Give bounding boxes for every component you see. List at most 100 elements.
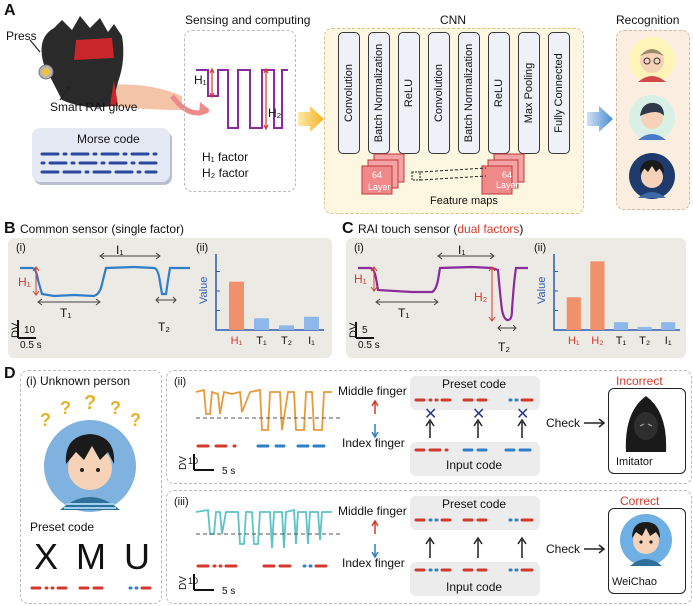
avatar-dark-hair-icon — [629, 153, 675, 199]
cnn-layer-label: Batch Normalization — [373, 43, 385, 143]
panel-d-ii-input-label: Input code — [446, 458, 503, 472]
feature-maps-icon — [361, 153, 525, 195]
panel-b-i1: I₁ — [116, 243, 124, 257]
panel-c-dv: DV — [348, 322, 360, 338]
panel-b-h1: H₁ — [18, 275, 31, 289]
panel-d-iii-signal — [193, 508, 340, 591]
bar-1 — [590, 261, 605, 330]
bar-label-3: T₂ — [639, 335, 650, 347]
bar-0 — [566, 297, 581, 330]
panel-b-t2: T₂ — [158, 320, 170, 334]
panel-c-i1: I₁ — [458, 243, 466, 257]
panel-b-dv: DV — [10, 322, 22, 338]
glove-icon — [38, 16, 182, 110]
panel-c-h2: H₂ — [474, 290, 488, 304]
cnn-layer-label: Convolution — [433, 63, 445, 123]
fm-layer-right: Layer — [496, 180, 519, 190]
cnn-layer-convolution: Convolution — [428, 32, 450, 154]
panel-c-i: (i) — [354, 242, 364, 254]
bar-label-4: I₁ — [665, 335, 672, 347]
panel-c-h1: H₁ — [354, 272, 367, 286]
panel-b-time: 0.5 s — [20, 340, 42, 351]
panel-b-i: (i) — [16, 242, 26, 254]
arrow-right-icon — [298, 106, 324, 132]
panel-d-i-label: (i) Unknown person — [26, 374, 131, 388]
question-mark: ? — [84, 392, 97, 414]
panel-c-title-pre: RAI touch sensor ( — [358, 222, 458, 236]
cnn-layer-convolution: Convolution — [338, 32, 360, 154]
panel-c-dv-val: 5 — [362, 325, 368, 336]
avatar-boy-icon — [620, 514, 672, 566]
panel-letter-d: D — [4, 365, 16, 382]
panel-c-title-post: ) — [519, 222, 524, 236]
panel-c-title-red: dual factors — [457, 222, 520, 236]
panel-d-iii-box — [166, 490, 692, 604]
panel-d-ii-check: Check — [546, 416, 581, 430]
cnn-layer-label: Fully Connected — [553, 53, 565, 133]
letter-m: M — [76, 536, 106, 577]
panel-b-title: Common sensor (single factor) — [20, 222, 185, 236]
panel-b-signal — [17, 252, 190, 339]
panel-d-iii-preset-dashes — [414, 518, 534, 522]
panel-d-ii-preset-box — [410, 376, 540, 410]
bar-2 — [279, 325, 294, 330]
fm-64-right: 64 — [502, 170, 513, 180]
cross-icon: ✕ — [472, 406, 486, 423]
panel-c-ii: (ii) — [534, 242, 547, 254]
sensing-title: Sensing and computing — [185, 13, 311, 27]
panel-c-t1: T₁ — [398, 306, 410, 320]
sensing-waveform — [196, 67, 288, 131]
bar-1 — [254, 318, 269, 330]
press-pointer — [29, 39, 41, 53]
arrow-right-icon — [587, 106, 613, 132]
glove-pointer — [59, 85, 71, 101]
panel-b-t1: T₁ — [60, 306, 72, 320]
panel-d-ii-middle: Middle finger — [338, 384, 407, 398]
bar-3 — [637, 326, 652, 330]
bar-label-2: T₁ — [616, 335, 627, 347]
panel-d-ii-input-box — [410, 442, 540, 476]
panel-c-signal — [355, 252, 528, 339]
panel-c-time: 0.5 s — [358, 340, 380, 351]
bar-label-2: T₂ — [281, 335, 292, 347]
panel-letter-b: B — [4, 220, 16, 237]
glove-label: Smart RAI glove — [50, 100, 138, 114]
panel-d-iii-index: Index finger — [342, 556, 405, 570]
cnn-layer-relu: ReLU — [488, 32, 510, 154]
panel-b-value-axis: Value — [198, 276, 210, 304]
panel-d-iii-middle: Middle finger — [338, 504, 407, 518]
panel-c-t2: T₂ — [498, 340, 510, 354]
morse-dashes — [40, 152, 158, 174]
bar-4 — [661, 322, 676, 330]
cnn-layer-batch-normalization: Batch Normalization — [458, 32, 480, 154]
question-mark: ? — [110, 398, 121, 418]
up-arrows — [425, 418, 527, 438]
preset-code-label: Preset code — [30, 520, 95, 534]
cnn-layer-fully-connected: Fully Connected — [548, 32, 570, 154]
panel-d-ii-preset-dashes — [414, 398, 534, 402]
recognition-title: Recognition — [616, 13, 680, 27]
letter-x: X — [34, 536, 59, 577]
cnn-title: CNN — [440, 13, 466, 27]
incorrect-label: Incorrect — [616, 374, 663, 388]
cnn-layer-label: Max Pooling — [523, 62, 535, 124]
updown-arrow-icon — [371, 399, 379, 439]
avatar-dark-hair-icon — [44, 420, 136, 512]
sensing-h2: H₂ — [268, 106, 282, 120]
cnn-layer-label: ReLU — [403, 78, 415, 108]
panel-d-ii-box — [166, 370, 692, 484]
arrow-right-icon — [170, 94, 210, 116]
panel-d-iii-check: Check — [546, 542, 581, 556]
avatar-old-man-icon — [629, 37, 675, 83]
up-arrows — [425, 536, 527, 558]
imitator-label: Imitator — [616, 456, 653, 468]
hooded-imitator-icon — [625, 396, 667, 452]
bar-3 — [304, 316, 319, 330]
updown-arrow-icon — [371, 519, 379, 559]
fm-layer-left: Layer — [368, 182, 391, 192]
avatar-boy-icon — [629, 95, 675, 141]
cnn-layer-batch-normalization: Batch Normalization — [368, 32, 390, 154]
letter-u: U — [124, 536, 150, 577]
panel-d-iii-input-label: Input code — [446, 580, 503, 594]
